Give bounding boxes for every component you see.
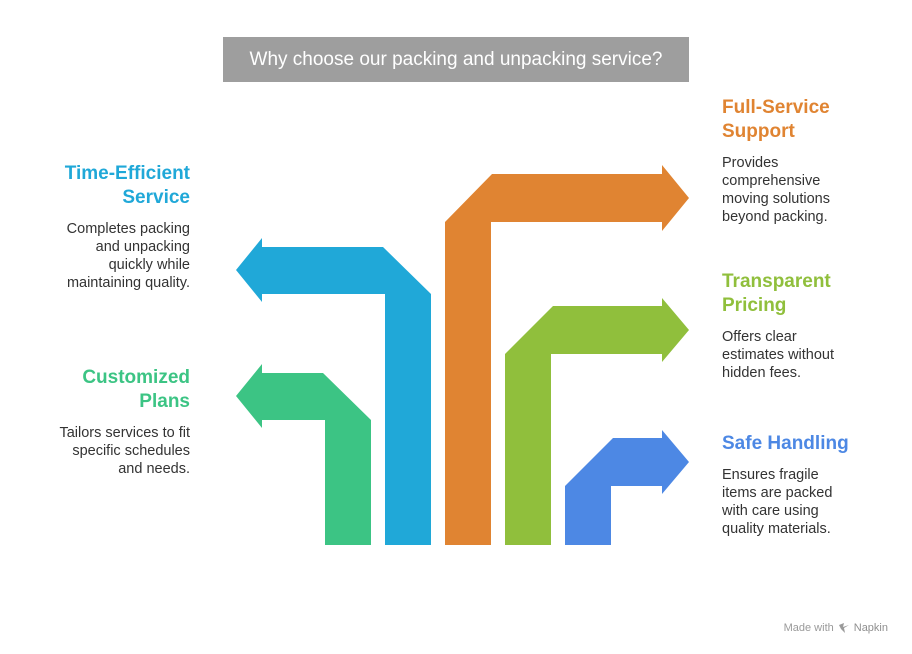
- desc-line: quality materials.: [722, 521, 831, 537]
- full-service-item: Full-Service Support Provides comprehens…: [722, 96, 830, 226]
- heading-line: Plans: [139, 391, 190, 412]
- heading-line: Service: [122, 187, 190, 208]
- customized-plans-item: Customized Plans Tailors services to fit…: [59, 366, 190, 478]
- desc-line: and unpacking: [95, 239, 190, 255]
- transparent-pricing-arrow: [505, 298, 689, 545]
- diagram-title: Why choose our packing and unpacking ser…: [223, 37, 689, 82]
- desc-line: Completes packing: [66, 221, 190, 237]
- desc-line: moving solutions: [722, 191, 830, 207]
- time-efficient-description: Completes packing and unpacking quickly …: [65, 220, 190, 292]
- transparent-pricing-heading: Transparent Pricing: [722, 270, 834, 318]
- heading-line: Full-Service: [722, 97, 830, 118]
- heading-line: Time-Efficient: [64, 163, 190, 184]
- time-efficient-arrow: [236, 238, 431, 545]
- transparent-pricing-description: Offers clear estimates without hidden fe…: [722, 328, 834, 382]
- time-efficient-heading: Time-Efficient Service: [65, 162, 190, 210]
- time-efficient-item: Time-Efficient Service Completes packing…: [65, 162, 190, 292]
- desc-line: quickly while: [108, 257, 190, 273]
- desc-line: Tailors services to fit: [59, 425, 190, 441]
- desc-line: items are packed: [722, 485, 833, 501]
- desc-line: Provides: [722, 155, 779, 171]
- desc-line: maintaining quality.: [66, 275, 190, 291]
- desc-line: Ensures fragile: [722, 467, 819, 483]
- desc-line: specific schedules: [72, 443, 190, 459]
- full-service-heading: Full-Service Support: [722, 96, 830, 144]
- heading-line: Transparent: [722, 271, 831, 292]
- safe-handling-arrow: [565, 430, 689, 545]
- safe-handling-description: Ensures fragile items are packed with ca…: [722, 466, 849, 538]
- made-with-label: Made with: [783, 622, 834, 634]
- desc-line: and needs.: [118, 461, 190, 477]
- desc-line: estimates without: [722, 347, 835, 363]
- made-with-napkin-footer[interactable]: Made with Napkin: [784, 622, 888, 634]
- desc-line: beyond packing.: [722, 209, 828, 225]
- full-service-arrow: [445, 165, 689, 545]
- napkin-brand: Napkin: [853, 622, 888, 634]
- full-service-description: Provides comprehensive moving solutions …: [722, 154, 830, 226]
- desc-line: Offers clear: [722, 329, 797, 345]
- transparent-pricing-item: Transparent Pricing Offers clear estimat…: [722, 270, 834, 382]
- desc-line: hidden fees.: [722, 365, 802, 381]
- safe-handling-item: Safe Handling Ensures fragile items are …: [722, 432, 849, 538]
- desc-line: with care using: [722, 503, 819, 519]
- heading-line: Safe Handling: [722, 433, 849, 454]
- customized-plans-heading: Customized Plans: [59, 366, 190, 414]
- heading-line: Pricing: [722, 295, 787, 316]
- napkin-logo-icon: [838, 623, 849, 633]
- safe-handling-heading: Safe Handling: [722, 432, 849, 456]
- heading-line: Support: [722, 121, 795, 142]
- customized-plans-description: Tailors services to fit specific schedul…: [59, 424, 190, 478]
- customized-plans-arrow: [236, 364, 371, 545]
- desc-line: comprehensive: [722, 173, 821, 189]
- heading-line: Customized: [82, 367, 190, 388]
